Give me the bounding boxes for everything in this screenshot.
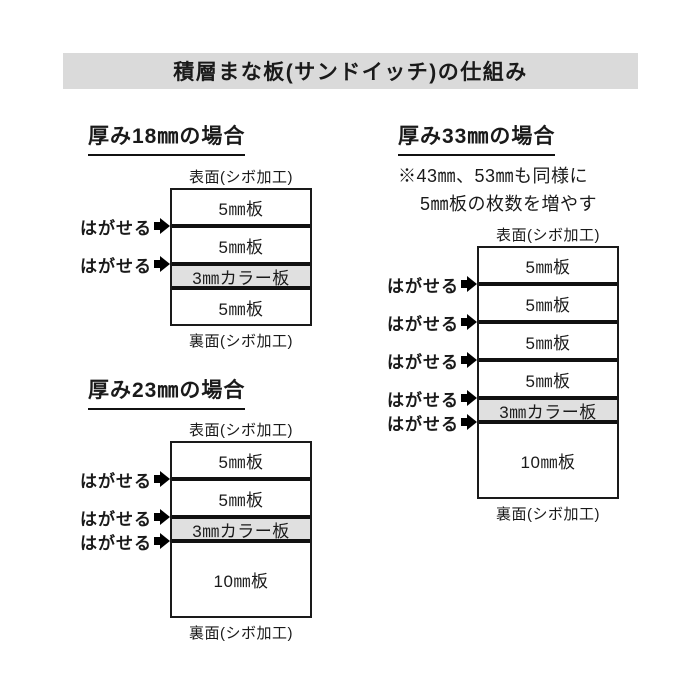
peel-label: はがせる: [387, 349, 477, 372]
peel-label: はがせる: [387, 387, 477, 410]
layer-divider: [172, 539, 310, 543]
back-face-label-33mm: 裏面(シボ加工): [496, 506, 600, 523]
layer-label: 5㎜板: [525, 371, 571, 391]
peel-label-text: はがせる: [387, 352, 459, 372]
peel-right-arrow-icon: [154, 471, 170, 487]
layer-5mm: 5㎜板: [172, 481, 310, 515]
layer-10mm: 10㎜板: [172, 543, 310, 616]
layer-box-23mm: 5㎜板 5㎜板 3㎜カラー板 10㎜板: [170, 441, 312, 618]
layer-divider: [479, 396, 617, 400]
front-face-label-23mm: 表面(シボ加工): [189, 422, 293, 439]
peel-label-text: はがせる: [387, 414, 459, 434]
peel-label: はがせる: [387, 411, 477, 434]
layer-label: 3㎜カラー板: [192, 521, 290, 541]
layer-5mm: 5㎜板: [479, 286, 617, 320]
peel-label: はがせる: [387, 311, 477, 334]
peel-right-arrow-icon: [154, 533, 170, 549]
peel-label: はがせる: [80, 506, 170, 529]
front-face-label-18mm: 表面(シボ加工): [189, 169, 293, 186]
front-face-label-33mm: 表面(シボ加工): [496, 227, 600, 244]
layer-divider: [479, 320, 617, 324]
layer-label: 5㎜板: [218, 199, 264, 219]
layer-5mm: 5㎜板: [479, 362, 617, 396]
layer-divider: [479, 358, 617, 362]
peel-label-text: はがせる: [80, 509, 152, 529]
peel-label-text: はがせる: [80, 256, 152, 276]
peel-label: はがせる: [80, 253, 170, 276]
back-face-label-18mm: 裏面(シボ加工): [189, 333, 293, 350]
page-title: 積層まな板(サンドイッチ)の仕組み: [173, 61, 528, 84]
peel-right-arrow-icon: [154, 218, 170, 234]
layer-label: 10㎜板: [520, 453, 576, 472]
section-heading-18mm: 厚み18㎜の場合: [88, 120, 246, 156]
layer-label: 5㎜板: [218, 299, 264, 319]
peel-label: はがせる: [80, 215, 170, 238]
peel-label-text: はがせる: [387, 276, 459, 296]
title-bar: 積層まな板(サンドイッチ)の仕組み: [63, 53, 638, 89]
note-line-1: ※43㎜、53㎜も同様に: [398, 166, 589, 186]
layer-box-33mm: 5㎜板 5㎜板 5㎜板 5㎜板 3㎜カラー板 10㎜板: [477, 246, 619, 499]
peel-label: はがせる: [80, 468, 170, 491]
layer-5mm: 5㎜板: [172, 290, 310, 324]
layer-divider: [172, 515, 310, 519]
layer-label: 10㎜板: [213, 572, 269, 591]
layer-box-18mm: 5㎜板 5㎜板 3㎜カラー板 5㎜板: [170, 188, 312, 326]
peel-right-arrow-icon: [461, 276, 477, 292]
peel-right-arrow-icon: [461, 314, 477, 330]
layer-divider: [479, 282, 617, 286]
layer-5mm: 5㎜板: [172, 190, 310, 224]
peel-label-text: はがせる: [387, 314, 459, 334]
peel-right-arrow-icon: [461, 352, 477, 368]
layer-3mm-color: 3㎜カラー板: [172, 519, 310, 541]
layer-10mm: 10㎜板: [479, 424, 617, 497]
peel-right-arrow-icon: [154, 256, 170, 272]
peel-right-arrow-icon: [154, 509, 170, 525]
layer-label: 5㎜板: [525, 333, 571, 353]
layer-label: 5㎜板: [218, 452, 264, 472]
peel-label-text: はがせる: [80, 218, 152, 238]
layer-5mm: 5㎜板: [479, 324, 617, 358]
layer-3mm-color: 3㎜カラー板: [479, 400, 617, 422]
layer-label: 5㎜板: [218, 490, 264, 510]
layer-label: 5㎜板: [218, 237, 264, 257]
back-face-label-23mm: 裏面(シボ加工): [189, 625, 293, 642]
peel-right-arrow-icon: [461, 390, 477, 406]
layer-label: 5㎜板: [525, 257, 571, 277]
layer-label: 5㎜板: [525, 295, 571, 315]
section-heading-23mm: 厚み23㎜の場合: [88, 374, 246, 410]
peel-right-arrow-icon: [461, 414, 477, 430]
note-line-2: 5㎜板の枚数を増やす: [420, 194, 598, 214]
layer-divider: [172, 477, 310, 481]
layer-5mm: 5㎜板: [479, 248, 617, 282]
peel-label-text: はがせる: [387, 390, 459, 410]
layer-divider: [172, 224, 310, 228]
layer-5mm: 5㎜板: [172, 443, 310, 477]
peel-label-text: はがせる: [80, 471, 152, 491]
layer-3mm-color: 3㎜カラー板: [172, 266, 310, 288]
peel-label: はがせる: [387, 273, 477, 296]
layer-5mm: 5㎜板: [172, 228, 310, 262]
layer-label: 3㎜カラー板: [499, 402, 597, 422]
section-heading-33mm: 厚み33㎜の場合: [398, 120, 556, 156]
peel-label-text: はがせる: [80, 533, 152, 553]
layer-label: 3㎜カラー板: [192, 268, 290, 288]
layer-divider: [479, 420, 617, 424]
layer-divider: [172, 262, 310, 266]
peel-label: はがせる: [80, 530, 170, 553]
layer-divider: [172, 286, 310, 290]
